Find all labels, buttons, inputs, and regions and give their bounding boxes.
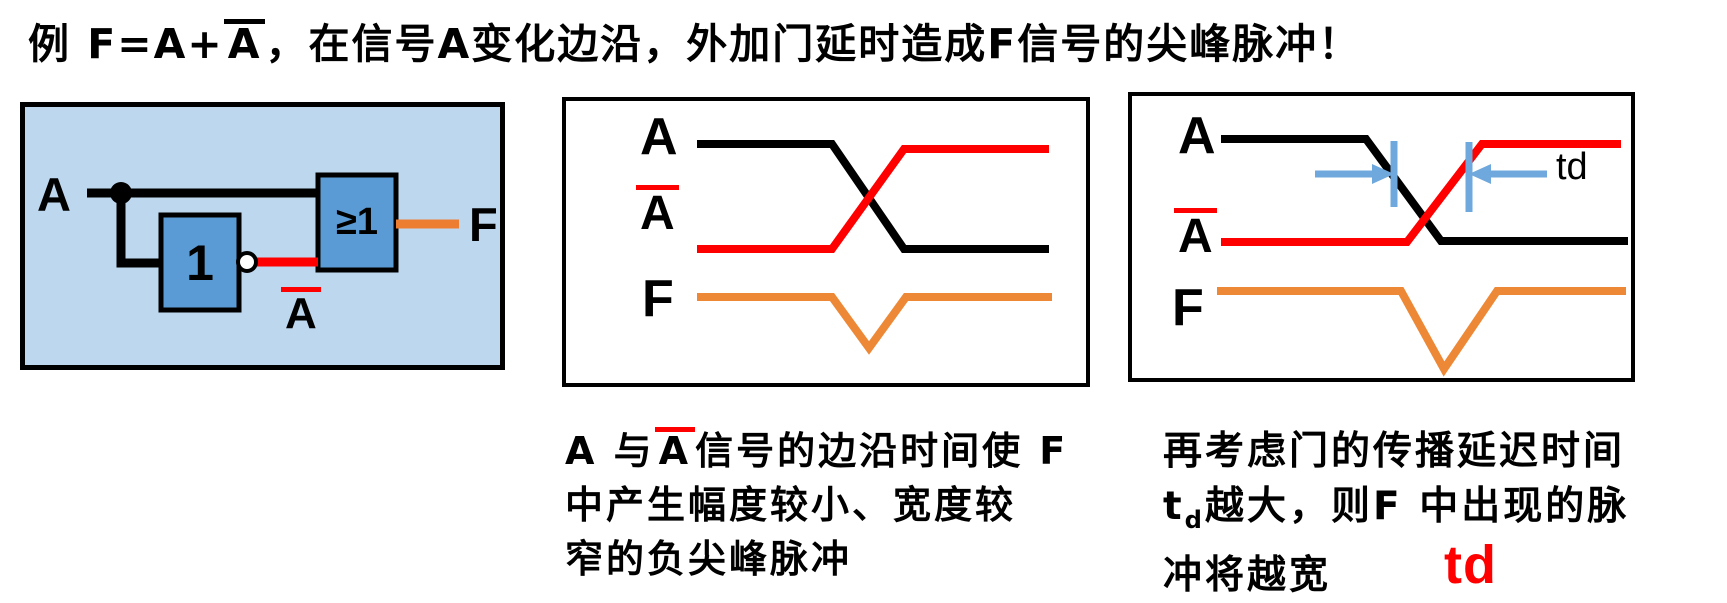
caption-with-delay: 再考虑门的传播延迟时间 td越大，则F 中出现的脉 冲将越宽 bbox=[1163, 424, 1629, 603]
delay-arrow-right-head-icon bbox=[1469, 164, 1491, 184]
delay-a-label: A bbox=[1178, 107, 1216, 165]
waveform-abar-delayed bbox=[1221, 140, 1621, 246]
caption-with-delay-line2: td越大，则F 中出现的脉 bbox=[1163, 479, 1629, 548]
title-part1: 例 F=A+ bbox=[28, 20, 224, 68]
timing-diagram-no-delay: A A F bbox=[562, 97, 1090, 387]
caption-with-delay-line1: 再考虑门的传播延迟时间 bbox=[1163, 429, 1626, 474]
title-part2: ，在信号A变化边沿，外加门延时造成F信号的尖峰脉冲！ bbox=[265, 20, 1362, 68]
caption-no-delay-line1-abar: A bbox=[654, 427, 696, 471]
or-gate-label: ≥1 bbox=[336, 201, 378, 243]
caption-no-delay-line3: 窄的负尖峰脉冲 bbox=[565, 537, 853, 581]
waveform-abar bbox=[697, 145, 1049, 253]
no-delay-a-label: A bbox=[640, 108, 678, 166]
waveform-f-delayed bbox=[1217, 287, 1626, 377]
delay-f-label: F bbox=[1172, 279, 1204, 337]
caption-no-delay-line1-rest: 信号的边沿时间使 F bbox=[695, 429, 1069, 473]
delay-abar-label: A bbox=[1174, 208, 1217, 261]
no-delay-f-label: F bbox=[642, 270, 674, 328]
circuit-abar-label: A bbox=[281, 287, 321, 336]
caption-with-delay-line2-rest: 越大，则F 中出现的脉 bbox=[1204, 484, 1630, 529]
wire-branch-to-not bbox=[116, 193, 163, 268]
td-highlight: td bbox=[1444, 535, 1497, 595]
or-gate-box bbox=[315, 172, 399, 273]
delay-td-label: td bbox=[1556, 146, 1588, 188]
waveform-a-delayed bbox=[1221, 135, 1628, 245]
waveform-f bbox=[697, 293, 1052, 355]
caption-td-symbol: t bbox=[1163, 484, 1185, 529]
caption-with-delay-line3: 冲将越宽 bbox=[1163, 552, 1332, 598]
caption-no-delay-line1-a: A 与 bbox=[565, 429, 655, 473]
timing-diagram-with-delay: A A F td bbox=[1128, 92, 1635, 382]
timing-no-delay-svg bbox=[697, 140, 1052, 355]
timing-with-delay-svg bbox=[1217, 135, 1628, 377]
circuit-panel: A 1 ≥1 A F bbox=[20, 102, 505, 370]
no-delay-abar-label: A bbox=[636, 185, 679, 238]
inverter-bubble bbox=[236, 251, 258, 273]
delay-arrow-left-head-icon bbox=[1372, 164, 1394, 184]
not-gate-label: 1 bbox=[186, 234, 214, 291]
caption-no-delay-line2: 中产生幅度较小、宽度较 bbox=[565, 483, 1017, 527]
caption-td-subscript: d bbox=[1184, 505, 1205, 534]
circuit-svg bbox=[87, 172, 459, 313]
circuit-output-label: F bbox=[469, 198, 498, 251]
circuit-input-label: A bbox=[37, 168, 71, 221]
title-overline-a: A bbox=[223, 19, 266, 66]
page-title: 例 F=A+A，在信号A变化边沿，外加门延时造成F信号的尖峰脉冲！ bbox=[28, 10, 1361, 70]
